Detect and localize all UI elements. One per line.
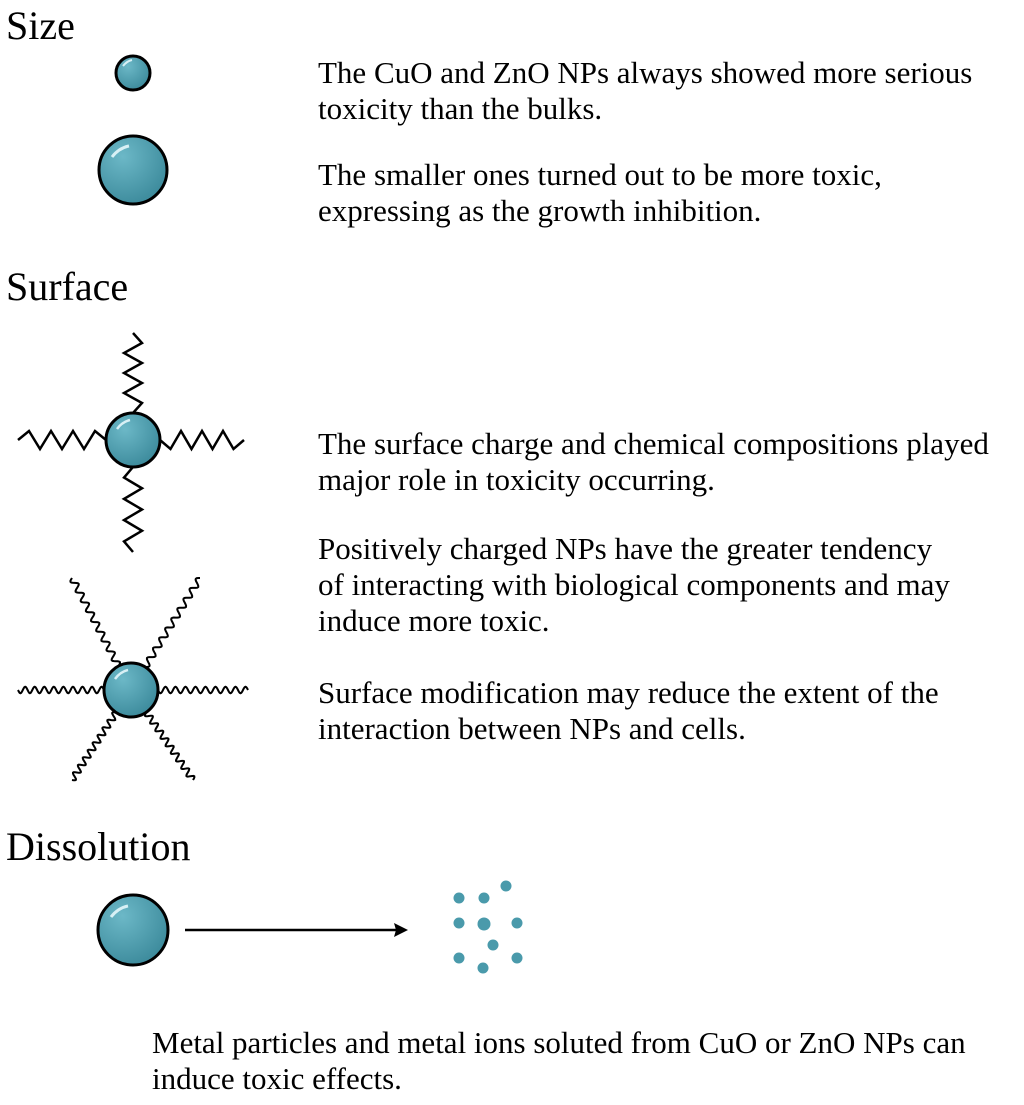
surface-text-1: The surface charge and chemical composit… [318, 426, 989, 497]
zigzag-chain-down [121, 466, 145, 553]
size-text-1: The CuO and ZnO NPs always showed more s… [318, 55, 973, 126]
wavy-chain-upper-left [69, 577, 121, 667]
surface-text-2: Positively charged NPs have the greater … [318, 531, 950, 638]
wavy-chain-nanoparticle [17, 577, 249, 782]
wavy-chain-lower-right [143, 711, 196, 781]
section-heading-size: Size [6, 3, 75, 48]
zigzag-chain-left [17, 428, 107, 452]
dissolving-nanoparticle [96, 893, 170, 967]
size-text-2: The smaller ones turned out to be more t… [318, 157, 882, 228]
surface-text-3: Surface modification may reduce the exte… [318, 675, 939, 746]
large-nanoparticle [97, 134, 169, 206]
metal-ions [453, 880, 523, 974]
wavy-chain-left [17, 685, 105, 695]
dissolution-arrow [185, 923, 408, 937]
dissolution-text: Metal particles and metal ions soluted f… [152, 1025, 966, 1096]
wavy-chain-upper-right [145, 577, 200, 669]
zigzag-chain-nanoparticle [17, 332, 245, 553]
zigzag-chain-up [121, 332, 145, 414]
wavy-chain-lower-left [71, 711, 117, 782]
small-nanoparticle [114, 54, 152, 92]
section-heading-dissolution: Dissolution [6, 824, 191, 869]
zigzag-chain-right [159, 428, 245, 452]
section-heading-surface: Surface [6, 264, 129, 309]
wavy-chain-right [157, 685, 249, 695]
